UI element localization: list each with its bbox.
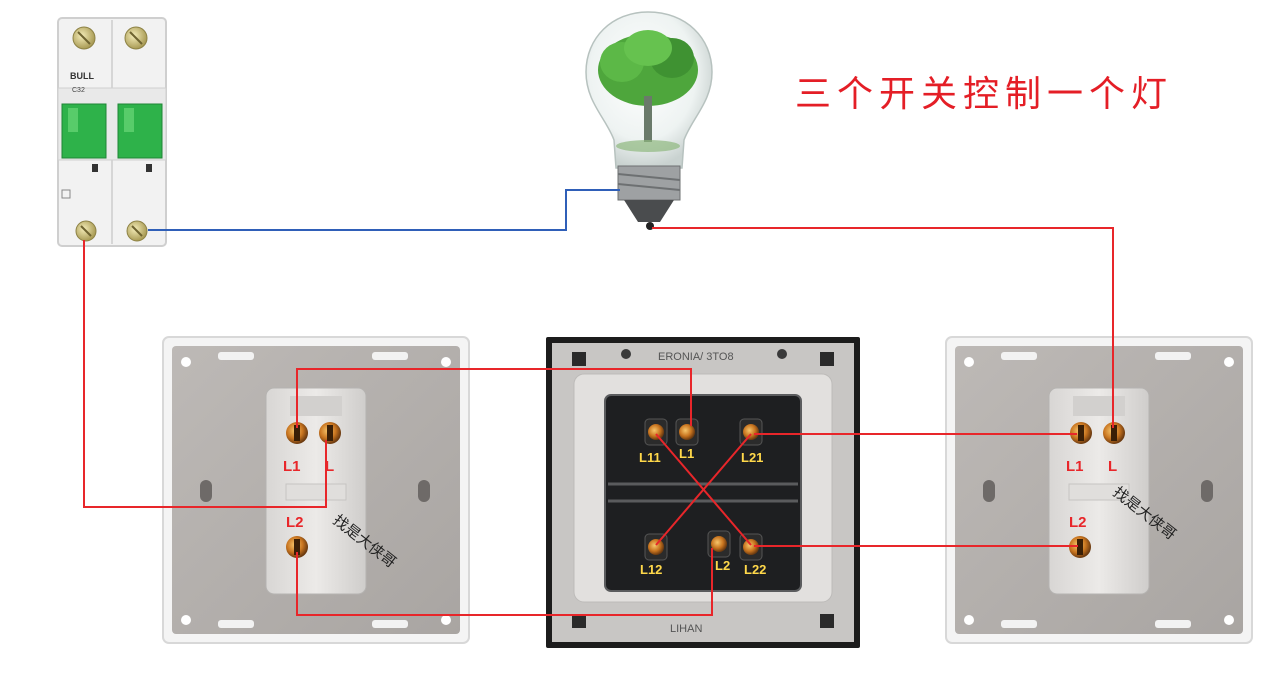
right-label-l1: L1	[1066, 458, 1084, 475]
right-terminal-l-screw	[1103, 422, 1125, 444]
tree-icon	[598, 30, 698, 152]
middle-label-l1: L1	[679, 446, 694, 461]
right-label-l: L	[1108, 458, 1117, 475]
middle-label-l21: L21	[741, 450, 763, 465]
middle-terminal-l11-screw	[644, 418, 668, 446]
breaker-top-screw-left	[72, 26, 96, 50]
breaker-top-screw-right	[124, 26, 148, 50]
right-switch: L1 L L2 找是大侠哥	[945, 336, 1253, 644]
wire-left-l2-to-middle-l2	[296, 548, 713, 616]
light-bulb	[585, 11, 713, 230]
wires	[83, 189, 1114, 616]
wire-cross-l21-l12	[655, 433, 752, 546]
neutral-wire	[148, 189, 620, 231]
middle-terminal-l21-screw	[739, 418, 763, 446]
left-label-l2: L2	[286, 514, 304, 531]
middle-terminal-l2-screw	[707, 530, 731, 558]
middle-bottom-marking: LIHAN	[670, 623, 702, 635]
right-terminal-l1-screw	[1070, 422, 1092, 444]
left-switch: L1 L L2 找是大侠哥	[162, 336, 470, 644]
left-label-l1: L1	[283, 458, 301, 475]
breaker-bottom-screw-right	[126, 220, 148, 242]
wire-left-l1-to-middle-l1	[296, 368, 692, 428]
left-terminal-l2-screw	[286, 536, 308, 558]
middle-label-l12: L12	[640, 562, 662, 577]
circuit-breaker: BULL C32	[57, 17, 167, 247]
wire-breaker-to-left-l	[83, 240, 327, 508]
middle-label-l2: L2	[715, 558, 730, 573]
middle-switch: ERONIA/ 3TO8 LIHAN	[546, 337, 860, 648]
right-label-l2: L2	[1069, 514, 1087, 531]
middle-terminal-l22-screw	[739, 533, 763, 561]
left-terminal-l1-screw	[286, 422, 308, 444]
wire-bulb-to-right-l	[652, 227, 1114, 428]
middle-label-l22: L22	[744, 562, 766, 577]
left-terminal-l-screw	[319, 422, 341, 444]
middle-terminal-l12-screw	[644, 533, 668, 561]
middle-label-l11: L11	[639, 450, 661, 465]
breaker-bottom-screw-left	[75, 220, 97, 242]
middle-terminal-l1-screw	[675, 418, 699, 446]
right-terminal-l2-screw	[1069, 536, 1091, 558]
breaker-model: C32	[72, 87, 85, 94]
diagram-title: 三个开关控制一个灯	[795, 74, 1173, 115]
left-label-l: L	[325, 458, 334, 475]
breaker-brand: BULL	[70, 71, 94, 81]
middle-top-marking: ERONIA/ 3TO8	[658, 351, 734, 363]
